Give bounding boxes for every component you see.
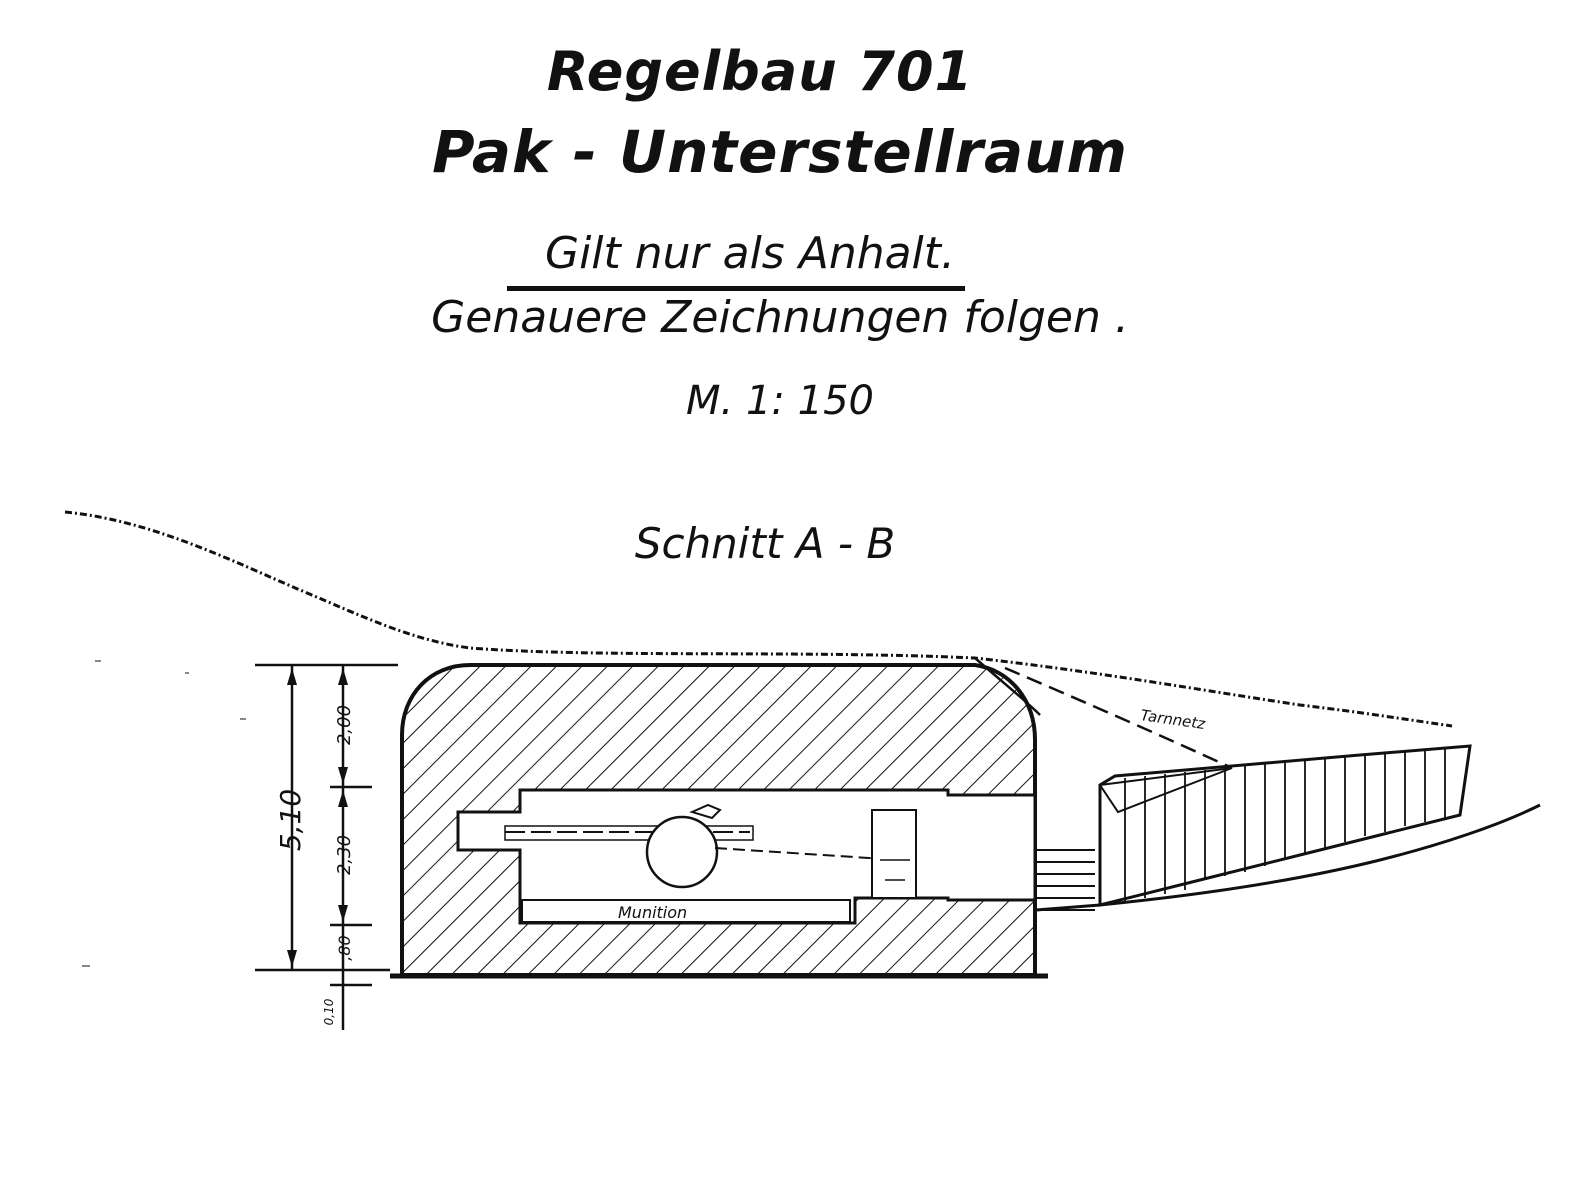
gun-trail <box>714 847 901 861</box>
gun-wheel <box>645 815 719 889</box>
drawing-title: Regelbau 701 <box>546 40 974 103</box>
gun-shield <box>689 803 722 820</box>
ammunition-label: Munition <box>618 903 687 922</box>
dimension-roof: 2,00 <box>334 705 355 745</box>
dimension-arrows <box>287 668 348 967</box>
entrance-steps <box>1036 849 1095 911</box>
note-secondary: Genauere Zeichnungen folgen . <box>431 292 1129 343</box>
ground-line-right <box>1035 803 1541 912</box>
gun-barrel-housing <box>504 825 754 841</box>
terrain-line <box>64 510 1453 728</box>
dimension-lines <box>255 663 398 1030</box>
door-detail <box>880 859 910 881</box>
note-primary: Gilt nur als Anhalt. <box>544 228 956 279</box>
trench-wedge <box>1098 767 1233 814</box>
section-label: Schnitt A - B <box>635 519 895 568</box>
camouflage-net-line <box>1004 666 1233 770</box>
dimension-floor: ,80 <box>335 935 354 960</box>
dimension-total-height: 5,10 <box>274 789 307 851</box>
dimension-interior: 2,30 <box>334 835 355 875</box>
door-frame <box>871 809 917 899</box>
dimension-foundation: 0,10 <box>322 998 336 1025</box>
scale-label: M. 1: 150 <box>686 378 874 424</box>
scan-specks <box>82 660 246 967</box>
note-underline <box>507 286 965 291</box>
camouflage-net-label: Tarnnetz <box>1139 706 1207 733</box>
drawing-subtitle: Pak - Unterstellraum <box>432 118 1128 186</box>
trench-planking <box>1124 748 1446 902</box>
ammunition-shelf <box>521 899 851 923</box>
